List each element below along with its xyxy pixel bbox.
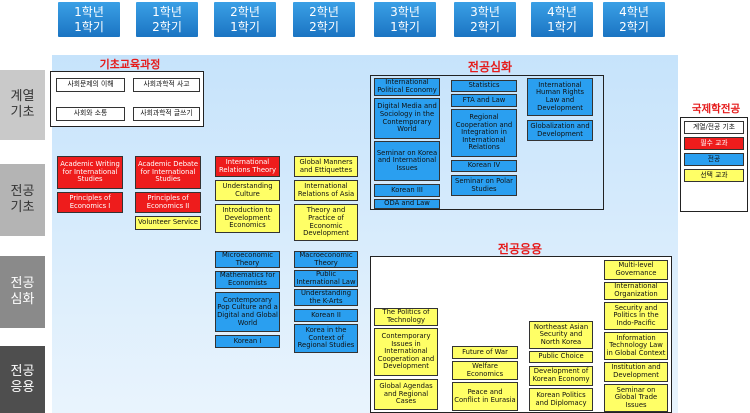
category-label: 전공 심화 — [0, 256, 45, 328]
basic-course: 사회문제의 이해 — [56, 78, 125, 92]
course-box: Korean II — [294, 309, 358, 322]
semester-header: 4학년 1학기 — [531, 2, 593, 37]
basic-course: 사회와 소통 — [56, 107, 125, 121]
legend-required: 필수 교과 — [684, 137, 744, 150]
course-box: Northeast Asian Security and North Korea — [529, 321, 593, 349]
semester-header: 2학년 1학기 — [214, 2, 276, 37]
course-box: Multi-level Governance — [604, 260, 668, 280]
course-box: Korean III — [374, 184, 440, 197]
course-box: Seminar on Polar Studies — [451, 175, 517, 196]
course-box: Regional Cooperation and Integration in … — [451, 109, 517, 157]
legend-title: 국제학전공 — [691, 103, 741, 115]
course-box: Security and Politics in the Indo-Pacifi… — [604, 302, 668, 330]
course-box: Global Manners and Ettiquettes — [294, 156, 358, 177]
course-box: Korean I — [215, 335, 280, 348]
course-box: Academic Writing for International Studi… — [57, 156, 123, 189]
course-box: Volunteer Service — [135, 216, 201, 230]
course-box: Korean Politics and Diplomacy — [529, 388, 593, 411]
course-box: Introduction to Development Economics — [215, 204, 280, 233]
legend-basic: 계열/전공 기초 — [684, 121, 744, 134]
semester-header: 3학년 2학기 — [454, 2, 516, 37]
course-box: ODA and Law — [374, 199, 440, 209]
course-box: Future of War — [452, 346, 518, 359]
course-box: Development of Korean Economy — [529, 366, 593, 386]
course-box: Academic Debate for International Studie… — [135, 156, 201, 189]
category-label: 전공 기초 — [0, 164, 45, 236]
course-box: The Politics of Technology — [374, 308, 438, 326]
course-box: Understanding the K-Arts — [294, 289, 358, 306]
course-box: Theory and Practice of Economic Developm… — [294, 204, 358, 241]
course-box: Korean IV — [451, 160, 517, 172]
course-box: Principles of Economics II — [135, 192, 201, 213]
semester-header: 4학년 2학기 — [603, 2, 665, 37]
semester-header: 1학년 1학기 — [58, 2, 120, 37]
course-box: Macroeconomic Theory — [294, 251, 358, 268]
course-box: Contemporary Pop Culture and a Digital a… — [215, 292, 280, 332]
course-box: Information Technology Law in Global Con… — [604, 332, 668, 360]
basic-section-title: 기초교육과정 — [99, 58, 161, 71]
deep-section-title: 전공심화 — [467, 60, 513, 74]
course-box: Public Choice — [529, 351, 593, 363]
course-box: Understanding Culture — [215, 180, 280, 201]
course-box: Peace and Conflict in Eurasia — [452, 382, 518, 411]
course-box: Global Agendas and Regional Cases — [374, 379, 438, 410]
course-box: Digital Media and Sociology in the Conte… — [374, 98, 440, 139]
course-box: International Relations of Asia — [294, 180, 358, 201]
course-box: Globalization and Development — [527, 120, 593, 141]
course-box: International Human Rights Law and Devel… — [527, 78, 593, 116]
course-box: Public International Law — [294, 270, 358, 287]
course-box: Principles of Economics I — [57, 192, 123, 213]
course-box: Seminar on Global Trade Issues — [604, 384, 668, 412]
semester-header: 3학년 1학기 — [374, 2, 436, 37]
semester-header: 1학년 2학기 — [136, 2, 198, 37]
basic-course: 사회과학적 사고 — [133, 78, 200, 92]
category-label: 계열 기초 — [0, 70, 45, 140]
category-label: 전공 응용 — [0, 346, 45, 413]
course-box: Mathematics for Economists — [215, 271, 280, 289]
legend-elective: 선택 교과 — [684, 169, 744, 182]
course-box: FTA and Law — [451, 94, 517, 107]
course-box: International Relations Theory — [215, 156, 280, 177]
course-box: Welfare Economics — [452, 361, 518, 380]
course-box: Institution and Development — [604, 362, 668, 382]
basic-course: 사회과학적 글쓰기 — [133, 107, 200, 121]
course-box: Contemporary Issues in International Coo… — [374, 328, 438, 376]
legend-major: 전공 — [684, 153, 744, 166]
course-box: International Organization — [604, 282, 668, 300]
course-box: Seminar on Korea and International Issue… — [374, 141, 440, 181]
course-box: Microeconomic Theory — [215, 251, 280, 268]
course-box: International Political Economy — [374, 78, 440, 96]
course-box: Korea in the Context of Regional Studies — [294, 324, 358, 353]
apply-section-title: 전공응용 — [497, 242, 543, 256]
course-box: Statistics — [451, 80, 517, 92]
deep-frame — [370, 75, 604, 210]
semester-header: 2학년 2학기 — [293, 2, 355, 37]
